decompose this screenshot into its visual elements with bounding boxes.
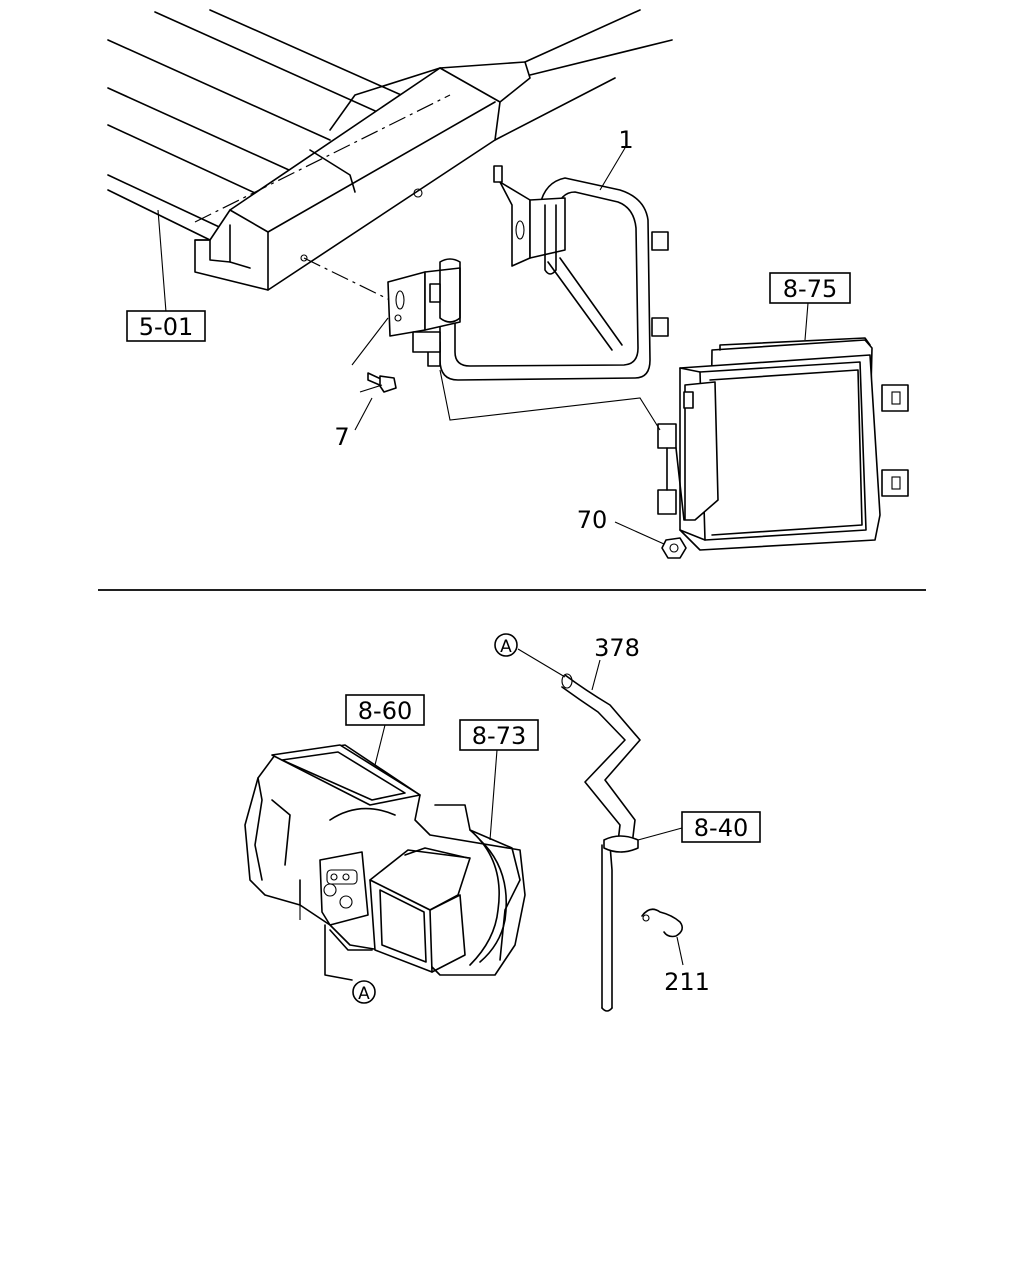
callout-8-75: 8-75	[769, 272, 851, 304]
condenser-bracket	[387, 147, 669, 381]
drain-hose	[517, 648, 641, 1012]
marker-text-a-bottom: A	[358, 984, 370, 1004]
condenser	[439, 302, 909, 551]
hose-clamp	[603, 827, 683, 853]
marker-text-a-top: A	[500, 637, 512, 657]
callout-8-40: 8-40	[681, 811, 761, 843]
callout-text-70: 70	[577, 506, 608, 534]
chassis-frame	[107, 9, 673, 313]
callout-text-8-75: 8-75	[783, 275, 837, 303]
callout-5-01: 5-01	[126, 310, 206, 342]
callout-text-7: 7	[334, 423, 349, 451]
callout-8-60: 8-60	[345, 694, 425, 726]
clip-211	[641, 908, 684, 966]
callout-text-211: 211	[664, 968, 710, 996]
bolt-7	[351, 317, 397, 431]
callout-text-8-73: 8-73	[472, 722, 526, 750]
connection-marker-top: A	[494, 633, 518, 657]
callout-text-378: 378	[594, 634, 640, 662]
callout-text-8-40: 8-40	[694, 814, 748, 842]
callout-text-1: 1	[618, 126, 633, 154]
callout-8-73: 8-73	[459, 719, 539, 751]
callout-text-8-60: 8-60	[358, 697, 412, 725]
heater-unit	[244, 724, 526, 981]
connection-marker-bottom: A	[352, 980, 376, 1004]
callout-text-5-01: 5-01	[139, 313, 193, 341]
nut-70	[614, 521, 687, 559]
